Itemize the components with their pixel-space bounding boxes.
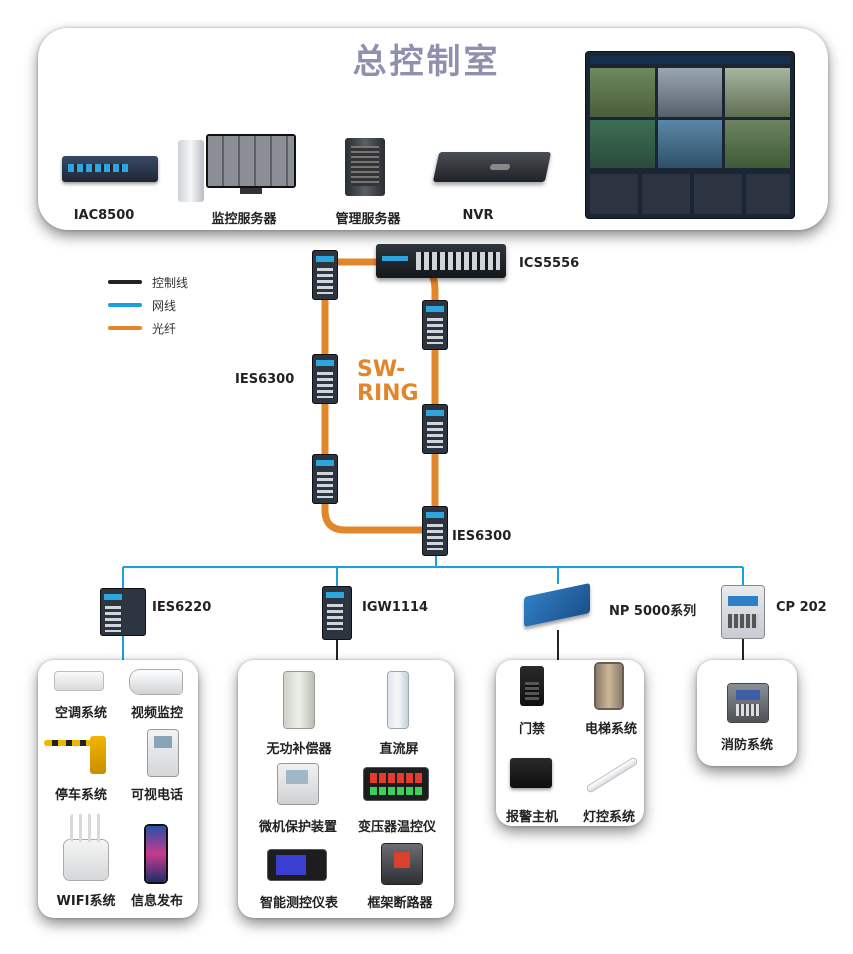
alarm-host-image (510, 758, 552, 788)
ies6220-label: IES6220 (152, 600, 212, 615)
barrier-gate-image (44, 740, 92, 746)
np5000-label: NP 5000系列 (609, 604, 697, 619)
camera-image (130, 670, 182, 694)
elevator-image (596, 664, 622, 708)
dc-panel-image (388, 672, 408, 728)
legend-fiber-label: 光纤 (152, 322, 177, 336)
ies6300-bottom-label: IES6300 (452, 529, 512, 544)
nvr-label: NVR (462, 208, 494, 223)
ring-label-line2: RING (357, 381, 419, 406)
wifi-antennas-image (70, 814, 102, 842)
sys-fire-protection: 消防系统 (720, 738, 773, 753)
ics5556-image (376, 244, 506, 278)
ring-switch-6 (422, 506, 448, 556)
cp202-image (722, 586, 764, 638)
legend-control-label: 控制线 (152, 276, 189, 290)
smart-meter-image (268, 850, 326, 880)
igw1114-label: IGW1114 (362, 600, 429, 615)
cp202-label: CP 202 (776, 600, 827, 615)
sys-lighting-control: 灯控系统 (582, 810, 635, 825)
iac8500-image (62, 156, 158, 182)
monitor-stand (240, 188, 262, 194)
ies6300-left-label: IES6300 (235, 372, 295, 387)
control-room-title: 总控制室 (352, 42, 501, 82)
video-wall-image (586, 52, 794, 218)
monitoring-server-label: 监控服务器 (211, 212, 277, 227)
legend-control-line (108, 280, 142, 284)
ies6220-image (100, 588, 146, 636)
sys-frame-breaker: 框架断路器 (367, 896, 433, 911)
sys-reactive-compensator: 无功补偿器 (266, 742, 332, 757)
sys-access-control: 门禁 (518, 722, 545, 737)
sys-microcomputer-protection: 微机保护装置 (258, 820, 337, 835)
iac8500-label: IAC8500 (73, 208, 135, 223)
legend-network-label: 网线 (152, 299, 177, 313)
ring-label-line1: SW- (357, 357, 406, 382)
legend-fiber-line (108, 326, 142, 330)
sys-air-conditioning: 空调系统 (54, 706, 107, 721)
sys-smart-meter: 智能测控仪表 (259, 896, 338, 911)
sys-info-release: 信息发布 (130, 894, 183, 909)
management-server-label: 管理服务器 (335, 212, 401, 227)
ring-switch-2 (312, 354, 338, 404)
frame-breaker-image (382, 844, 422, 884)
ring-switch-5 (422, 404, 448, 454)
management-server-image (345, 138, 385, 196)
sys-elevator: 电梯系统 (584, 722, 637, 737)
reactive-compensator-image (284, 672, 314, 728)
monitoring-server-image (178, 140, 204, 202)
legend-network-line (108, 303, 142, 307)
ring-switch-3 (312, 454, 338, 504)
microcomputer-protection-image (278, 764, 318, 804)
ring-switch-4 (422, 300, 448, 350)
sys-video-intercom: 可视电话 (130, 788, 183, 803)
ics5556-label: ICS5556 (519, 256, 580, 271)
fire-panel-image (728, 684, 768, 722)
sys-transformer-temp-controller: 变压器温控仪 (357, 820, 436, 835)
transformer-temp-controller-image (364, 768, 428, 800)
air-conditioner-image (55, 672, 103, 690)
video-phone-image (148, 730, 178, 776)
sys-parking: 停车系统 (54, 788, 107, 803)
igw1114-image (322, 586, 352, 640)
sys-alarm-host: 报警主机 (505, 810, 558, 825)
sys-video-surveillance: 视频监控 (130, 706, 183, 721)
access-control-image (520, 666, 544, 706)
wifi-router-image (64, 840, 108, 880)
monitor-screen-image (206, 134, 296, 188)
ring-switch-1 (312, 250, 338, 300)
barrier-box-image (90, 736, 106, 774)
digital-signage-image (146, 826, 166, 882)
sys-wifi: WIFI系统 (56, 894, 116, 909)
sys-dc-panel: 直流屏 (379, 742, 419, 757)
